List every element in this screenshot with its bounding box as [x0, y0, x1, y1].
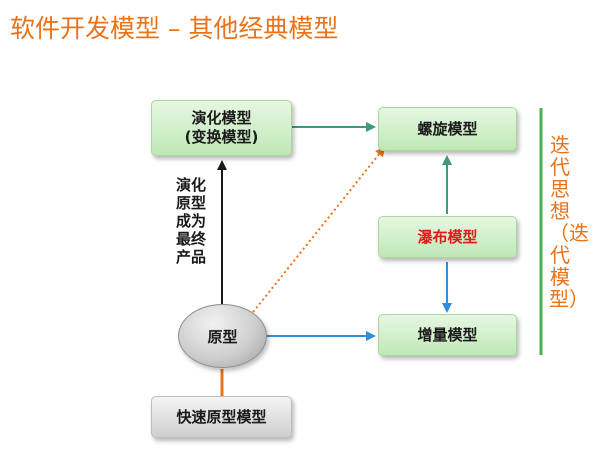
spiral-model-label: 螺旋模型	[417, 119, 478, 138]
prototype-label: 原型	[207, 327, 238, 346]
arrow-prototype-to-spiral	[249, 146, 386, 317]
slide-title: 软件开发模型 – 其他经典模型	[10, 14, 339, 43]
rapid-prototype-model-box: 快速原型模型	[151, 396, 292, 438]
rapid-prototype-model-label: 快速原型模型	[176, 407, 267, 426]
prototype-node: 原型	[178, 304, 267, 368]
evolution-model-box: 演化模型 (变换模型)	[151, 100, 292, 156]
incremental-model-label: 增量模型	[417, 325, 478, 344]
waterfall-model-box: 瀑布模型	[378, 216, 517, 258]
iterative-idea-label: 迭代思想（迭代模型）	[549, 133, 589, 311]
waterfall-model-label: 瀑布模型	[417, 227, 478, 246]
evolution-model-label: 演化模型 (变换模型)	[184, 109, 259, 146]
incremental-model-box: 增量模型	[378, 314, 517, 356]
spiral-model-box: 螺旋模型	[378, 107, 517, 151]
evolution-arrow-label: 演化原型成为最终产品	[175, 176, 206, 266]
